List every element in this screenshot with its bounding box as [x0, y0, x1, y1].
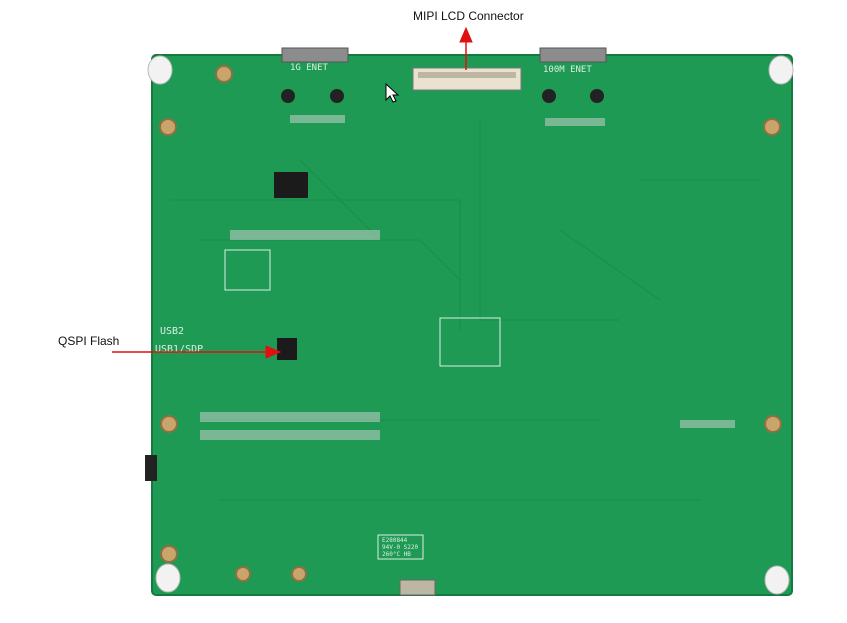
audio-jack: [145, 455, 157, 481]
corner-standoffs: [147, 55, 794, 595]
silk-usb1-sdp: USB1/SDP: [155, 344, 203, 355]
mipi-lcd-connector: [412, 67, 522, 91]
mounting-pads: [159, 65, 782, 582]
silk-1g-enet: 1G ENET: [290, 63, 329, 73]
standoff-tr: [768, 55, 794, 85]
standoff-tl: [147, 55, 173, 85]
standoff-bl: [155, 563, 181, 593]
jack-1: [281, 89, 295, 103]
silk-usb2: USB2: [160, 326, 184, 337]
ethernet-100m-connector: [539, 47, 607, 63]
mipi-lcd-label: MIPI LCD Connector: [413, 9, 524, 23]
jack-2: [330, 89, 344, 103]
bottom-connector: [399, 579, 436, 596]
cursor-icon: [385, 82, 400, 103]
mipi-arrow-head: [459, 26, 473, 43]
label-line-3: 260°C HB: [382, 551, 411, 558]
qspi-arrow-head: [265, 345, 282, 359]
silk-box-1: [224, 249, 271, 291]
label-line-2: 94V-0 S220: [382, 544, 419, 551]
ic-chip-1: [274, 172, 308, 198]
standoff-br: [764, 565, 790, 595]
jack-4: [590, 89, 604, 103]
pcb-board: [151, 54, 793, 596]
jack-3: [542, 89, 556, 103]
manufacturer-label-box: [377, 534, 424, 560]
pin-headers: [200, 115, 735, 440]
qspi-flash-label: QSPI Flash: [58, 334, 120, 348]
ethernet-1g-connector: [281, 47, 349, 63]
label-line-1: E280844: [382, 537, 408, 544]
qspi-flash-chip: [277, 338, 297, 360]
silk-100m-enet: 100M ENET: [543, 65, 592, 75]
annotation-arrows: [112, 26, 473, 359]
soc-area: [439, 317, 501, 367]
